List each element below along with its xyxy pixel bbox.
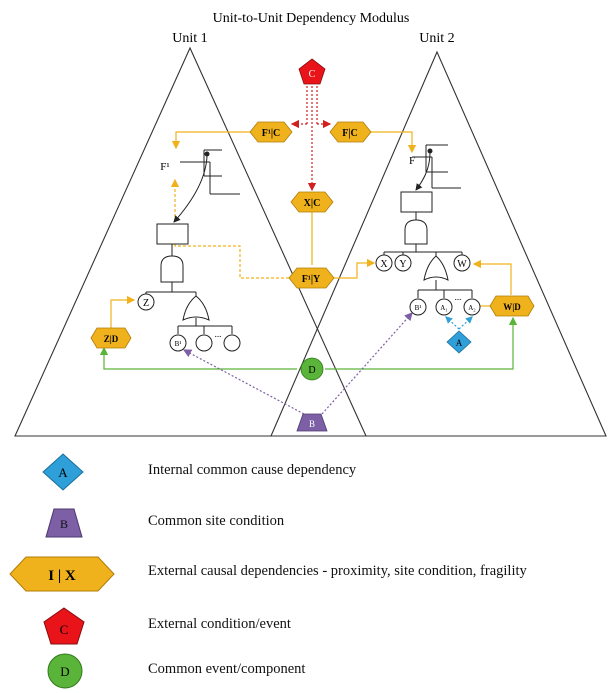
- legend-item-external-causal: I | X External causal dependencies - pro…: [0, 553, 616, 593]
- dependency-wd-hexagon: [489, 295, 535, 317]
- event-y-label: Y: [399, 259, 406, 270]
- ellipsis-unit2: ...: [455, 292, 462, 302]
- legend-symbol-d: D: [60, 664, 69, 679]
- dependency-p1y-hexagon: [288, 267, 335, 289]
- trapezoid-icon: B: [45, 508, 83, 538]
- event-b1-unit2: [409, 298, 427, 316]
- internal-cause-a-label: A: [456, 338, 463, 348]
- site-condition-connectors: [182, 312, 413, 415]
- legend-label-common-event: Common event/component: [148, 661, 306, 677]
- dependency-fc-label: F|C: [342, 128, 358, 139]
- event-x: [375, 254, 393, 272]
- event-a2-label: A₂: [468, 304, 476, 312]
- event-z: [137, 293, 155, 311]
- event-f-label: F: [409, 155, 415, 167]
- legend-item-external-condition: C External condition/event: [0, 606, 616, 646]
- event-x-label: X: [380, 259, 388, 270]
- legend-item-common-event: D Common event/component: [0, 651, 616, 691]
- event-b1-unit2-label: B¹: [415, 304, 422, 312]
- event-p1-label: F¹: [160, 161, 169, 173]
- legend-symbol-ix: I | X: [48, 568, 76, 584]
- event-w-label: W: [457, 259, 467, 270]
- dependency-diagram: Unit-to-Unit Dependency Modulus Unit 1 U…: [14, 11, 607, 437]
- unit1-triangle: [14, 46, 367, 437]
- legend-item-common-site-condition: B Common site condition: [0, 503, 616, 543]
- dependency-p1y-label: F¹|Y: [302, 274, 321, 285]
- event-a2: [463, 298, 481, 316]
- site-condition-b-trapezoid: [296, 413, 328, 432]
- diamond-icon: A: [42, 453, 84, 491]
- event-z-label: Z: [143, 298, 149, 309]
- pentagon-icon: C: [43, 607, 85, 645]
- event-b1-unit1: [169, 334, 187, 352]
- legend-item-internal-common-cause: A Internal common cause dependency: [0, 452, 616, 492]
- legend-symbol-b: B: [60, 517, 68, 531]
- unit2-fault-tree: [383, 144, 473, 298]
- unit2-label: Unit 2: [419, 31, 454, 46]
- site-condition-b-label: B: [309, 419, 315, 429]
- dependency-p1c-hexagon: [249, 121, 293, 143]
- legend-symbol-c: C: [60, 622, 69, 637]
- hexagon-icon: I | X: [9, 556, 115, 592]
- common-event-d-circle: [300, 357, 324, 381]
- legend-label-external-condition: External condition/event: [148, 616, 291, 632]
- dependency-zd-hexagon: [90, 327, 132, 349]
- internal-cause-connectors: [445, 316, 473, 330]
- event-a1-label: A₁: [440, 304, 448, 312]
- event-a1: [435, 298, 453, 316]
- dependency-fc-hexagon: [329, 121, 372, 143]
- legend-label-external-causal: External causal dependencies - proximity…: [148, 563, 527, 579]
- circle-icon: D: [47, 653, 83, 689]
- diagram-title: Unit-to-Unit Dependency Modulus: [213, 11, 410, 26]
- dependency-p1c-label: F¹|C: [262, 128, 281, 139]
- ellipsis-unit1: ...: [215, 329, 222, 339]
- legend-label-internal-common-cause: Internal common cause dependency: [148, 462, 357, 478]
- dependency-xc-hexagon: [290, 191, 334, 213]
- dependency-zd-label: Z|D: [104, 334, 119, 344]
- dependency-xc-label: X|C: [304, 198, 321, 209]
- internal-cause-a-diamond: [446, 330, 472, 354]
- unit2-triangle: [270, 50, 607, 437]
- unit1-label: Unit 1: [172, 31, 207, 46]
- c-connectors: [290, 86, 332, 192]
- condition-c-label: C: [309, 69, 316, 80]
- common-event-d-label: D: [308, 365, 315, 376]
- common-event-connectors: [99, 316, 518, 370]
- dependency-wd-label: W|D: [503, 302, 521, 312]
- event-y: [394, 254, 412, 272]
- legend-symbol-a: A: [58, 465, 68, 480]
- event-w: [453, 254, 471, 272]
- condition-c-pentagon: [298, 58, 326, 85]
- unit1-fault-tree: [145, 149, 241, 352]
- legend-label-common-site-condition: Common site condition: [148, 513, 285, 529]
- event-b1-unit1-label: B¹: [175, 340, 182, 348]
